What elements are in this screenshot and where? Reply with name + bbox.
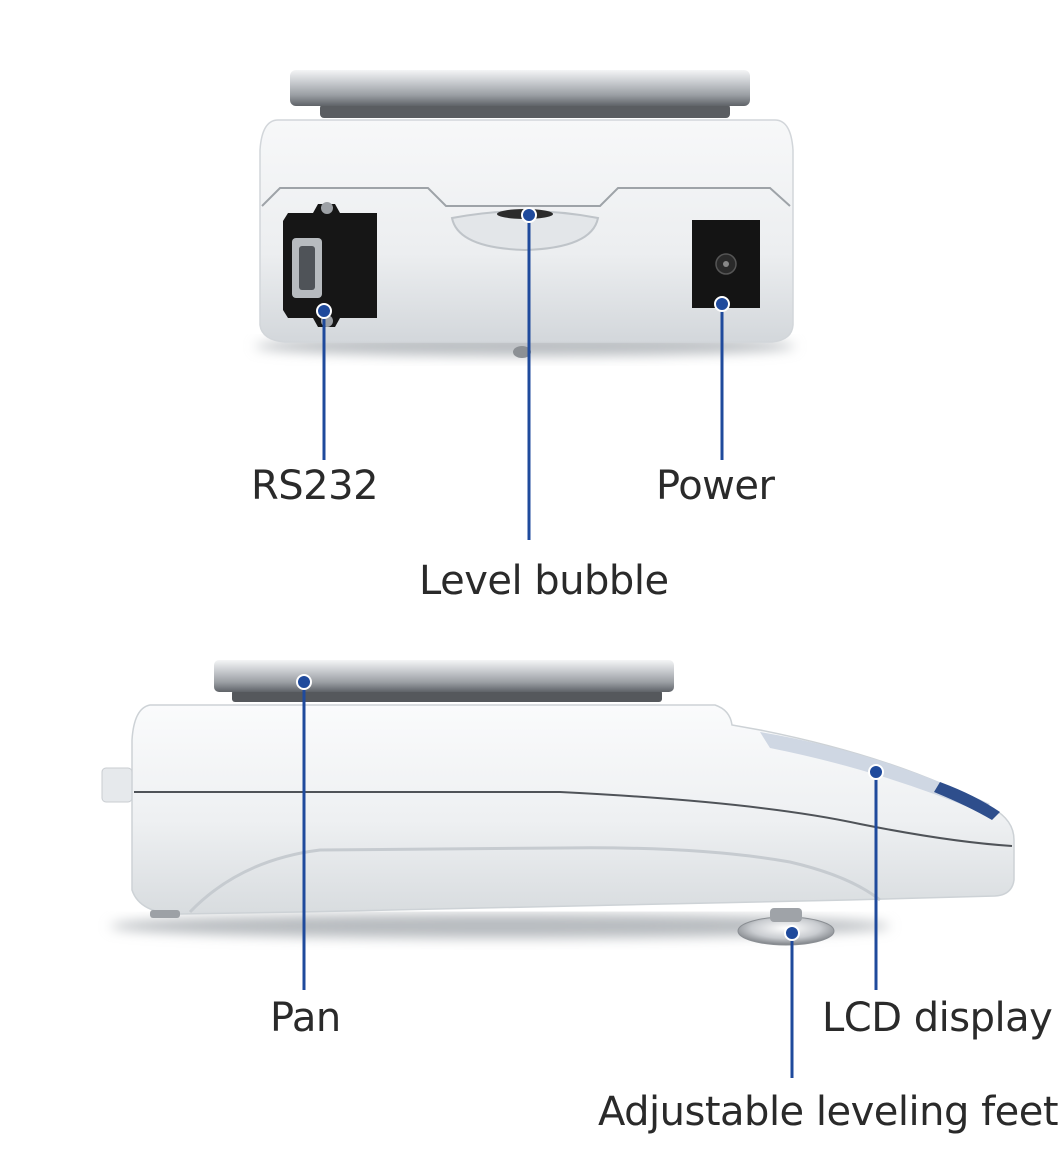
- side-pan-underside: [232, 690, 662, 702]
- level-bubble-callout-dot: [521, 207, 537, 223]
- rear-pan-underside: [320, 104, 730, 118]
- side-rear-foot: [150, 910, 180, 918]
- lcd-panel-accent: [934, 782, 1000, 820]
- lcd-callout-dot: [868, 764, 884, 780]
- leveling-feet-label: Adjustable leveling feet: [598, 1089, 1059, 1135]
- level-bubble-label: Level bubble: [419, 558, 669, 604]
- rs232-callout-dot: [316, 303, 332, 319]
- rear-view: [255, 70, 795, 358]
- feet-callout-dot: [784, 925, 800, 941]
- side-body: [131, 704, 1015, 915]
- side-lower-chamfer: [188, 846, 881, 914]
- rear-panel-recess: [261, 187, 791, 207]
- leveling-foot-stem: [770, 908, 802, 922]
- side-pan: [214, 660, 674, 692]
- lcd-display-label: LCD display: [822, 995, 1053, 1041]
- rs232-label: RS232: [251, 463, 379, 509]
- rs232-port: [283, 202, 377, 327]
- pan-label: Pan: [270, 995, 341, 1041]
- power-label: Power: [656, 463, 775, 509]
- side-view: [101, 660, 1015, 946]
- power-callout-dot: [714, 296, 730, 312]
- rear-foot: [513, 346, 531, 358]
- pan-callout-dot: [296, 674, 312, 690]
- power-socket: [692, 220, 760, 308]
- side-rear-connector: [101, 767, 133, 803]
- side-parting-line: [134, 791, 1013, 847]
- rear-pan: [290, 70, 750, 106]
